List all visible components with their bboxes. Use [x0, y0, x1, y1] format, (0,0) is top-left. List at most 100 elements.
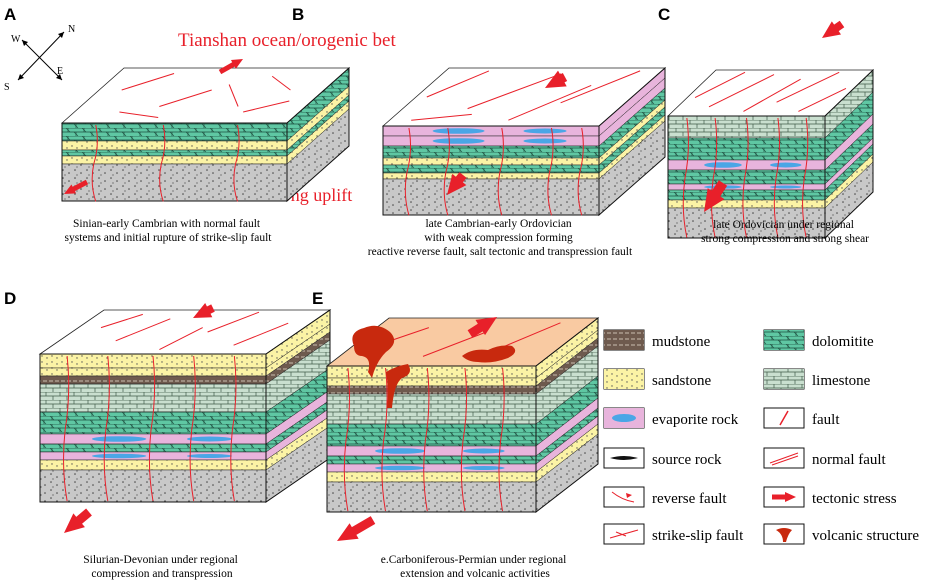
- evaporite-lens: [91, 436, 147, 442]
- legend-label-sandstone: sandstone: [652, 373, 712, 389]
- block-side-outline: [286, 66, 350, 203]
- fault-line: [233, 322, 289, 346]
- stress-arrow-shape: [467, 317, 498, 338]
- evaporite-lens: [432, 128, 485, 134]
- fault-line: [577, 127, 584, 216]
- volcanic-body: [386, 364, 410, 408]
- legend-normal-icon: [771, 455, 799, 466]
- fault-line: [100, 313, 143, 329]
- front-layer: [39, 443, 267, 453]
- evaporite-lens: [523, 128, 567, 134]
- front-layer: [667, 189, 826, 201]
- fault-line: [159, 124, 166, 202]
- fault-line: [159, 327, 203, 351]
- panel-letter-a: A: [4, 5, 16, 24]
- legend-lens: [612, 414, 636, 422]
- evaporite-lens: [770, 162, 802, 168]
- fault-line: [423, 367, 430, 512]
- front-layer: [667, 183, 826, 191]
- stress-arrow: [772, 492, 796, 502]
- stress-arrow-shape: [192, 302, 215, 318]
- stress-arrow-shape: [447, 172, 467, 196]
- fault-line: [773, 117, 780, 238]
- stress-arrow: [544, 70, 568, 88]
- fault-line: [243, 100, 290, 113]
- legend-label-stress: tectonic stress: [812, 491, 897, 507]
- legend-item-reverse: reverse fault: [603, 486, 727, 508]
- legend-item-volcanic: volcanic structure: [763, 523, 919, 545]
- legend-label-dolomite: dolomitite: [812, 334, 874, 350]
- caption-b: late Cambrian-early Ordovician with weak…: [368, 218, 633, 258]
- fault-line: [508, 84, 592, 121]
- block-b: [381, 66, 667, 217]
- front-layer: [39, 367, 267, 377]
- front-layer: [61, 163, 288, 202]
- stress-arrow: [822, 20, 845, 38]
- volcanic-body: [462, 345, 516, 363]
- block-side-outline: [824, 68, 874, 240]
- fault-line: [776, 71, 840, 103]
- fault-line: [411, 113, 472, 121]
- stress-arrow-shape: [64, 508, 92, 533]
- stress-arrow-shape: [703, 180, 728, 213]
- compass-w: W: [11, 34, 21, 45]
- evaporite-lens: [375, 465, 426, 471]
- fault-line: [343, 367, 350, 512]
- front-layer: [326, 365, 537, 379]
- fault-line: [148, 355, 156, 502]
- fault-line: [560, 70, 641, 104]
- stress-arrow: [336, 516, 376, 542]
- compass-rose: W N E S: [4, 24, 75, 93]
- legend-item-strikeslip: strike-slip fault: [603, 523, 744, 545]
- caption-a: Sinian-early Cambrian with normal fault …: [65, 218, 273, 244]
- evaporite-lens: [462, 448, 505, 454]
- fault-line: [233, 124, 240, 202]
- legend-reverse-icon: [611, 491, 635, 503]
- fault-line: [498, 367, 505, 512]
- compass-n: N: [68, 24, 75, 35]
- evaporite-lens: [375, 448, 426, 454]
- front-layer: [382, 145, 600, 159]
- fault-line: [189, 355, 196, 502]
- evaporite-lens: [462, 466, 505, 470]
- legend-item-mudstone: mudstone: [603, 329, 711, 351]
- evaporite-lens: [186, 454, 233, 458]
- fault-line: [743, 78, 801, 112]
- fault-line: [381, 367, 388, 512]
- block-e: [325, 316, 600, 542]
- legend-label-reverse: reverse fault: [652, 491, 727, 507]
- legend-fill: [764, 369, 804, 389]
- stress-arrow: [703, 180, 728, 213]
- stress-arrow-shape: [822, 20, 845, 38]
- legend-item-dolomite: dolomitite: [763, 329, 874, 351]
- legend-fill: [764, 330, 804, 350]
- front-layer: [39, 383, 267, 413]
- front-layer: [39, 375, 267, 385]
- legend-item-normal: normal fault: [763, 447, 887, 469]
- legend-item-limestone: limestone: [763, 368, 871, 390]
- fault-line: [207, 311, 260, 333]
- front-layer: [382, 178, 600, 216]
- front-layer: [667, 207, 826, 239]
- compass-s: S: [4, 82, 10, 93]
- fault-line: [547, 127, 554, 216]
- caption-c: late Ordovician under regional strong co…: [701, 219, 869, 245]
- front-layer: [39, 451, 267, 461]
- block-c: [667, 20, 874, 240]
- front-layer: [382, 157, 600, 166]
- fault-line: [802, 117, 809, 238]
- legend-label-normal: normal fault: [812, 452, 887, 468]
- stress-arrow-shape: [336, 516, 376, 542]
- front-layer: [326, 385, 537, 395]
- front-layer: [326, 471, 537, 483]
- fault-line: [708, 74, 775, 108]
- legend-label-evaporite: evaporite rock: [652, 412, 739, 428]
- fault-line: [443, 127, 450, 216]
- fault-line: [63, 355, 70, 502]
- legend: mudstone dolomitite sandstone limestone evap…: [603, 329, 919, 545]
- evaporite-lens: [186, 436, 233, 442]
- legend-swatch-reverse: [603, 486, 645, 508]
- front-layer: [326, 481, 537, 513]
- fault-line: [103, 355, 110, 502]
- fault-line: [694, 71, 746, 99]
